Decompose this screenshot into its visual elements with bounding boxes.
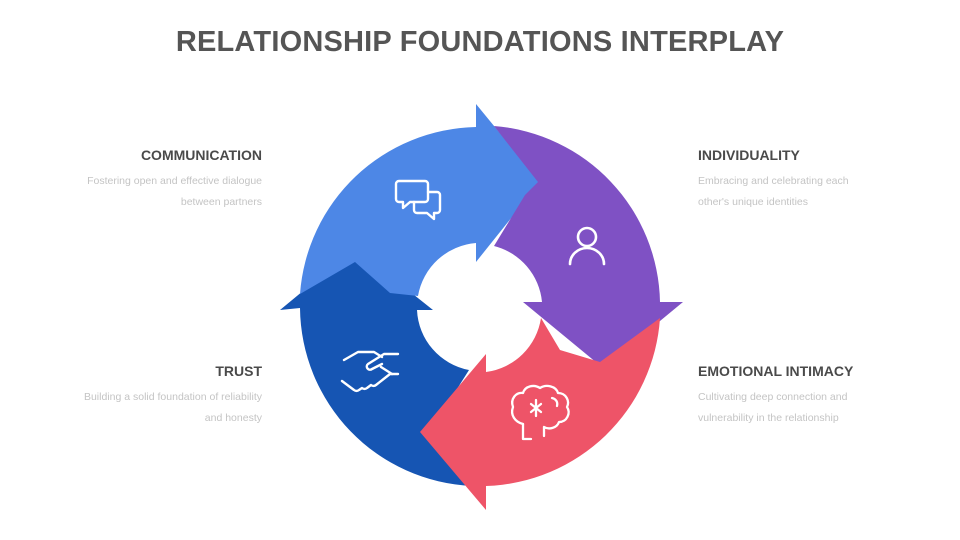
emotional-intimacy-desc-line-2: vulnerability in the relationship bbox=[698, 412, 839, 424]
communication-title: COMMUNICATION bbox=[140, 147, 262, 163]
trust-desc-line-2: and honesty bbox=[204, 412, 262, 424]
emotional-intimacy-title: EMOTIONAL INTIMACY bbox=[698, 363, 854, 379]
trust-desc-line-1: Building a solid foundation of reliabili… bbox=[83, 391, 262, 403]
trust-title: TRUST bbox=[215, 363, 262, 379]
communication-block: COMMUNICATION Fostering open and effecti… bbox=[32, 147, 262, 213]
individuality-desc-line-2: other's unique identities bbox=[698, 196, 808, 208]
chat-bubbles-icon bbox=[394, 179, 442, 221]
individuality-title: INDIVIDUALITY bbox=[698, 147, 800, 163]
emotional-intimacy-description: Cultivating deep connection and vulnerab… bbox=[698, 387, 938, 429]
communication-desc-line-1: Fostering open and effective dialogue bbox=[87, 175, 262, 187]
communication-desc-line-2: between partners bbox=[180, 196, 262, 208]
page-title: RELATIONSHIP FOUNDATIONS INTERPLAY bbox=[175, 26, 785, 58]
emotional-intimacy-desc-line-1: Cultivating deep connection and bbox=[698, 391, 848, 403]
individuality-block: INDIVIDUALITY Embracing and celebrating … bbox=[698, 147, 928, 213]
brain-icon bbox=[511, 384, 570, 441]
individuality-description: Embracing and celebrating each other's u… bbox=[698, 171, 928, 213]
trust-description: Building a solid foundation of reliabili… bbox=[32, 387, 262, 429]
handshake-icon bbox=[340, 350, 400, 393]
individuality-desc-line-1: Embracing and celebrating each bbox=[698, 175, 849, 187]
trust-block: TRUST Building a solid foundation of rel… bbox=[32, 363, 262, 429]
person-icon bbox=[568, 226, 606, 266]
emotional-intimacy-block: EMOTIONAL INTIMACY Cultivating deep conn… bbox=[698, 363, 938, 429]
communication-segment bbox=[300, 104, 540, 296]
emotional-intimacy-segment bbox=[420, 318, 660, 510]
communication-description: Fostering open and effective dialogue be… bbox=[32, 171, 262, 213]
